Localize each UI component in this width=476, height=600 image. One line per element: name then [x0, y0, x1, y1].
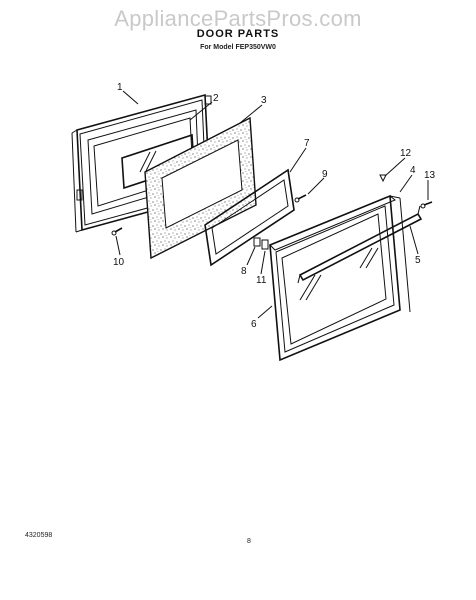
screw-10 — [111, 227, 123, 236]
callout-11: 11 — [256, 275, 267, 286]
screw-13 — [420, 201, 433, 209]
clip-11 — [261, 239, 269, 250]
door-insulation — [144, 116, 257, 260]
callout-10: 10 — [113, 257, 125, 268]
page-title: DOOR PARTS — [196, 28, 280, 40]
screw-9 — [294, 194, 307, 203]
outer-door-frame — [269, 195, 411, 313]
callout-12: 12 — [400, 148, 412, 159]
callout-2: 2 — [213, 93, 219, 104]
screw-12 — [379, 174, 387, 183]
callout-1: 1 — [117, 82, 123, 93]
watermark: AppliancePartsPros.com — [114, 6, 362, 31]
callout-8: 8 — [241, 266, 247, 277]
footer-page-number: 8 — [247, 538, 251, 545]
door-handle — [297, 205, 423, 284]
callout-13: 13 — [424, 170, 436, 181]
callout-7: 7 — [304, 138, 310, 149]
model-subtitle: For Model FEP350VW0 — [200, 44, 276, 51]
leader-lines — [115, 90, 429, 319]
footer-code: 4320598 — [25, 532, 53, 539]
callout-6: 6 — [251, 319, 257, 330]
outer-door-panel — [269, 194, 401, 362]
callout-labels: 1 2 3 7 9 12 4 13 10 8 11 5 6 — [113, 82, 436, 330]
callout-9: 9 — [322, 169, 328, 180]
callout-5: 5 — [415, 255, 421, 266]
callout-3: 3 — [261, 95, 267, 106]
clip-8 — [253, 237, 261, 247]
door-gasket — [204, 168, 295, 267]
callout-4: 4 — [410, 165, 416, 176]
